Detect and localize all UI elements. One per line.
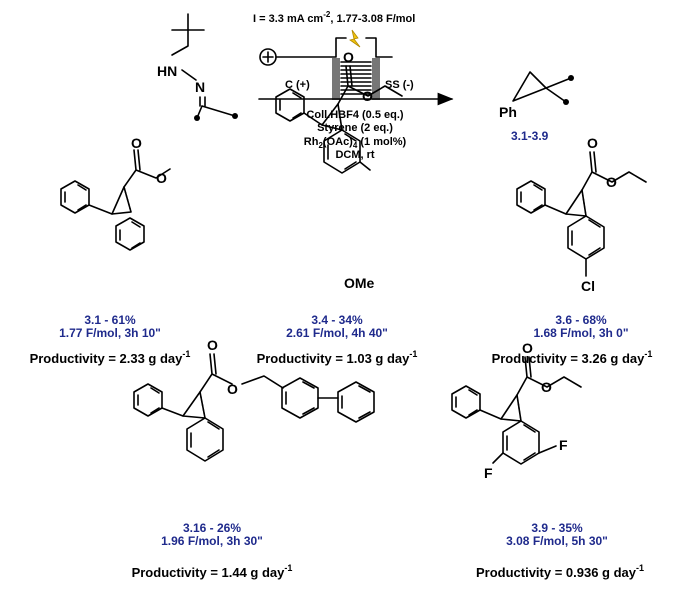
cl-label: Cl xyxy=(581,278,595,294)
svg-text:I = 3.3 mA cm-2, 1.77-3.08 F/: I = 3.3 mA cm-2, 1.77-3.08 F/mol xyxy=(253,10,415,25)
anode-electrode xyxy=(332,58,340,100)
ome-label: OMe xyxy=(344,275,375,291)
alkene-label: Styrene (2 eq.) xyxy=(317,122,393,134)
compound-3-6-productivity: Productivity = 3.26 g day-1 xyxy=(492,349,653,366)
compound-3-1-productivity: Productivity = 2.33 g day-1 xyxy=(30,349,191,366)
compound-3-4-conditions: 2.61 F/mol, 4h 40" xyxy=(286,326,388,340)
ester-o-label: O xyxy=(541,379,552,395)
compound-3-6-conditions: 1.68 F/mol, 3h 0" xyxy=(533,326,628,340)
compound-3-9-productivity: Productivity = 0.936 g day-1 xyxy=(476,563,644,580)
f-label-a: F xyxy=(559,437,568,453)
compound-3-9: O O F F 3.9 - 35% 3.08 F/mol, 5h 30" Pro… xyxy=(451,340,644,580)
ester-o-label: O xyxy=(227,381,238,397)
compound-3-1-conditions: 1.77 F/mol, 3h 10" xyxy=(59,326,161,340)
compound-3-16-conditions: 1.96 F/mol, 3h 30" xyxy=(161,534,263,548)
cathode-electrode xyxy=(372,58,380,100)
additive-label: Coll.HBF4 (0.5 eq.) xyxy=(306,109,404,121)
n-label: N xyxy=(195,79,205,95)
lightning-icon xyxy=(349,29,361,48)
anode-label: C (+) xyxy=(285,79,310,91)
cathode-label: SS (-) xyxy=(385,79,414,91)
carbonyl-o-label: O xyxy=(587,135,598,151)
product-range-label: 3.1-3.9 xyxy=(511,129,549,143)
compound-3-1: O O 3.1 - 61% 1.77 F/mol, 3h 10" Product… xyxy=(30,135,191,366)
compound-3-4: O O OMe 3.4 - 34% 2.61 F/mol, 4h 40" Pro… xyxy=(257,49,418,366)
current-faradays: , 1.77-3.08 F/mol xyxy=(330,13,415,25)
compound-3-4-label: 3.4 - 34% xyxy=(311,313,363,327)
compound-3-9-label: 3.9 - 35% xyxy=(531,521,583,535)
compound-3-16-productivity: Productivity = 1.44 g day-1 xyxy=(132,563,293,580)
compound-3-1-label: 3.1 - 61% xyxy=(84,313,136,327)
reactant-hydrazone: HN N xyxy=(157,13,238,121)
compound-3-6: O O Cl 3.6 - 68% 1.68 F/mol, 3h 0" Produ… xyxy=(492,135,653,366)
carbonyl-o-label: O xyxy=(131,135,142,151)
reaction-arrow-group: I = 3.3 mA cm-2, 1.77-3.08 F/mol C (+) S… xyxy=(253,10,454,161)
nh-label: HN xyxy=(157,63,177,79)
ester-o-label: O xyxy=(362,88,373,104)
carbonyl-o-label: O xyxy=(343,49,354,65)
compound-3-16-label: 3.16 - 26% xyxy=(183,521,241,535)
current-density: I = 3.3 mA cm xyxy=(253,13,323,25)
compound-3-9-conditions: 3.08 F/mol, 5h 30" xyxy=(506,534,608,548)
ester-o-label: O xyxy=(606,174,617,190)
current-exponent: -2 xyxy=(323,10,331,19)
ester-o-label: O xyxy=(156,170,167,186)
carbonyl-o-label: O xyxy=(207,337,218,353)
compound-3-16: O O 3.16 - 26% 1.96 F/mol, 3h 30" Produc… xyxy=(132,337,375,580)
compound-3-6-label: 3.6 - 68% xyxy=(555,313,607,327)
ph-label: Ph xyxy=(499,104,517,120)
solvent-label: DCM, rt xyxy=(335,149,374,161)
compound-3-4-productivity: Productivity = 1.03 g day-1 xyxy=(257,349,418,366)
f-label-b: F xyxy=(484,465,493,481)
catalyst-label: Rh2(OAc)4 (1 mol%) xyxy=(304,136,407,150)
carbonyl-o-label: O xyxy=(522,340,533,356)
general-product: Ph 3.1-3.9 xyxy=(499,71,574,143)
